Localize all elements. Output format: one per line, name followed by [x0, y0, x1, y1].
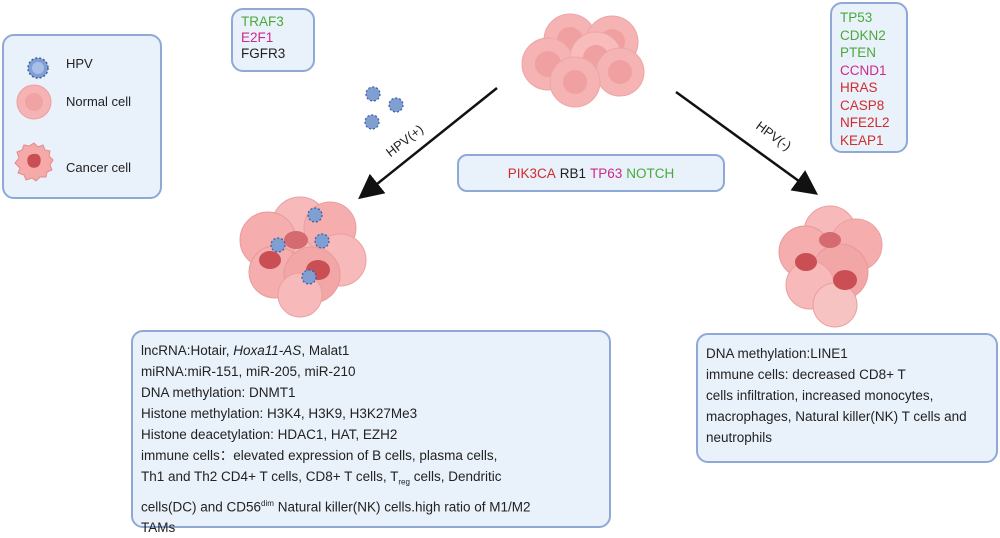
- hpv-negative-arrow: [675, 90, 819, 195]
- normal-cell-icon: [16, 84, 52, 120]
- immune-line-3: cells(DC) and CD56dim Natural killer(NK)…: [141, 498, 531, 515]
- gene-hras: HRAS: [840, 80, 878, 95]
- neg-line-1: DNA methylation:LINE1: [706, 346, 848, 361]
- gene-casp8: CASP8: [840, 97, 885, 113]
- gene-keap1: KEAP1: [840, 132, 884, 148]
- gene-nfe2l2: NFE2L2: [840, 115, 890, 130]
- hpv-virus-icon: [27, 57, 49, 79]
- neg-line-4: macrophages, Natural killer(NK) T cells …: [706, 409, 967, 424]
- neg-line-2: immune cells: decreased CD8+ T: [706, 367, 906, 382]
- legend-cancer-cell-label: Cancer cell: [66, 160, 132, 175]
- hpv-positive-arrow: [358, 87, 498, 200]
- mirna-line: miRNA:miR-151, miR-205, miR-210: [141, 364, 356, 379]
- hpv-particles: [364, 86, 404, 130]
- lncrna-line: lncRNA:Hotair, Hoxa11-AS, Malat1: [141, 343, 350, 358]
- shared-gene-tp63: TP63: [590, 165, 623, 181]
- gene-cdkn2: CDKN2: [840, 27, 886, 43]
- cancer-cell-icon: [14, 142, 54, 182]
- gene-fgfr3: FGFR3: [241, 46, 286, 61]
- shared-gene-notch: NOTCH: [626, 165, 675, 181]
- hpv-positive-info-box: lncRNA:Hotair, Hoxa11-AS, Malat1 miRNA:m…: [131, 330, 611, 535]
- immune-line-4: TAMs: [141, 520, 176, 536]
- dna-methylation-line: DNA methylation: DNMT1: [141, 385, 296, 400]
- shared-gene-rb1: RB1: [559, 165, 586, 181]
- hpv-positive-cancer-cluster: [239, 196, 367, 318]
- legend-hpv-label: HPV: [66, 56, 93, 71]
- hpv-negative-cancer-cluster: [778, 205, 883, 328]
- legend-normal-cell-label: Normal cell: [66, 94, 132, 109]
- legend-box: HPV Normal cell Cancer cell: [2, 34, 162, 199]
- histone-methylation-line: Histone methylation: H3K4, H3K9, H3K27Me…: [141, 406, 418, 421]
- shared-gene-pik3ca: PIK3CA: [507, 165, 556, 181]
- gene-pten: PTEN: [840, 45, 877, 60]
- neg-line-3: cells infiltration, increased monocytes,: [706, 388, 934, 403]
- gene-ccnd1: CCND1: [840, 62, 887, 78]
- histone-deacetylation-line: Histone deacetylation: HDAC1, HAT, EZH2: [141, 427, 398, 442]
- neg-line-5: neutrophils: [706, 430, 773, 445]
- gene-tp53: TP53: [840, 10, 873, 25]
- immune-line-2: Th1 and Th2 CD4+ T cells, CD8+ T cells, …: [141, 469, 502, 487]
- gene-e2f1: E2F1: [241, 30, 274, 45]
- normal-cell-cluster: [521, 13, 645, 108]
- immune-line-1: immune cells：elevated expression of B ce…: [141, 448, 498, 463]
- hpv-negative-info-box: DNA methylation:LINE1 immune cells: decr…: [696, 333, 998, 463]
- gene-traf3: TRAF3: [241, 14, 284, 29]
